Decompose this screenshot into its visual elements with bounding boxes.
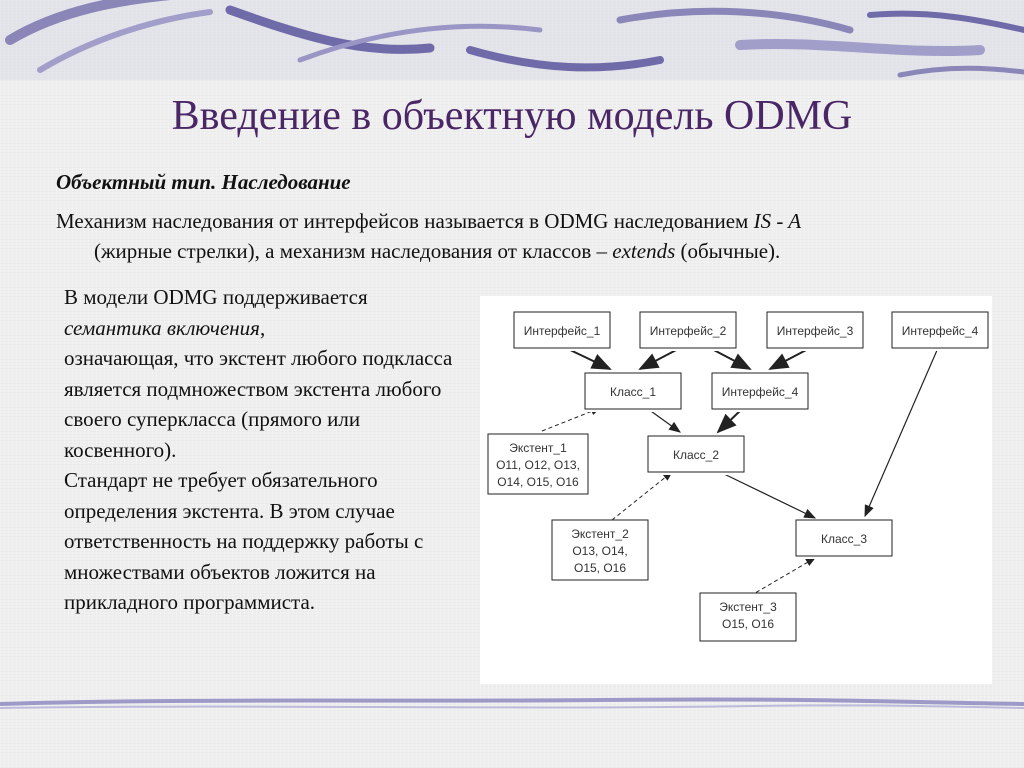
node-interface-2: Интерфейс_2 [639,311,739,351]
diagram-canvas: Интерфейс_1 Интерфейс_2 Интерфейс_3 Инте… [487,311,991,644]
svg-text:Экстент_3: Экстент_3 [719,600,777,614]
edge-iface2-iface4 [709,347,752,370]
edge-class1-class2 [647,408,681,433]
left-rest2: Стандарт не требует обязательного опреде… [64,468,424,614]
node-extent-3: Экстент_3 O15, O16 [699,592,799,644]
edge-iface1-class1 [565,347,612,370]
inheritance-diagram: Интерфейс_1 Интерфейс_2 Интерфейс_3 Инте… [480,296,992,684]
node-extent-1: Экстент_1 O11, O12, O13, O14, O15, O16 [487,433,591,497]
node-interface-4: Интерфейс_4 [711,372,811,412]
svg-text:O11, O12, O13,: O11, O12, O13, [496,458,580,472]
edge-extent3-class3 [749,557,816,597]
edge-iface2-class1 [638,347,681,370]
node-extent-2: Экстент_2 O13, O14, O15, O16 [551,519,651,583]
node-interface-1: Интерфейс_1 [513,311,613,351]
svg-text:Экстент_1: Экстент_1 [509,441,567,455]
left-column-text: В модели ODMG поддерживается семантика в… [64,282,464,618]
diagram-edges [541,347,939,597]
svg-text:O14, O15, O16: O14, O15, O16 [497,475,579,489]
svg-text:Интерфейс_4: Интерфейс_4 [722,385,799,399]
semantics-comma: , [259,315,266,340]
extends-term: extends [612,239,676,263]
node-class-3: Класс_3 [795,519,895,559]
section-subtitle: Объектный тип. Наследование [56,170,351,194]
edge-extent2-class2 [611,471,673,521]
svg-text:Интерфейс_2: Интерфейс_2 [650,324,727,338]
intro-text-b: (жирные стрелки), а механизм наследовани… [94,239,613,263]
left-line1: В модели ODMG поддерживается [64,285,368,309]
edge-iface4-class2 [716,408,743,434]
bottom-decoration [0,697,1024,709]
svg-text:Класс_3: Класс_3 [821,532,867,546]
edge-class2-class3 [719,471,817,519]
svg-text:Класс_2: Класс_2 [673,448,719,462]
svg-text:Экстент_2: Экстент_2 [571,527,629,541]
node-class-1: Класс_1 [584,372,684,412]
intro-text-a: Механизм наследования от интерфейсов наз… [56,209,754,233]
edge-iface4top-class3 [864,347,939,518]
intro-paragraph: Механизм наследования от интерфейсов наз… [56,206,966,266]
svg-text:Интерфейс_3: Интерфейс_3 [777,324,854,338]
intro-text-c: (обычные). [675,239,781,263]
svg-text:Интерфейс_1: Интерфейс_1 [524,324,601,338]
node-interface-4-top: Интерфейс_4 [891,311,991,351]
left-rest1: означающая, что экстент любого подкласса… [64,346,453,462]
edge-iface3-iface4 [768,347,811,370]
node-interface-3: Интерфейс_3 [766,311,866,351]
slide-title: Введение в объектную модель ODMG [171,93,853,139]
svg-text:Класс_1: Класс_1 [610,385,656,399]
semantics-term: семантика включения [64,315,260,340]
node-class-2: Класс_2 [647,435,747,475]
svg-text:O15, O16: O15, O16 [722,617,774,631]
svg-text:O15, O16: O15, O16 [574,561,626,575]
svg-text:O13, O14,: O13, O14, [572,544,627,558]
top-decoration [0,0,1024,80]
isa-term: IS - A [753,209,802,233]
svg-text:Интерфейс_4: Интерфейс_4 [902,324,979,338]
